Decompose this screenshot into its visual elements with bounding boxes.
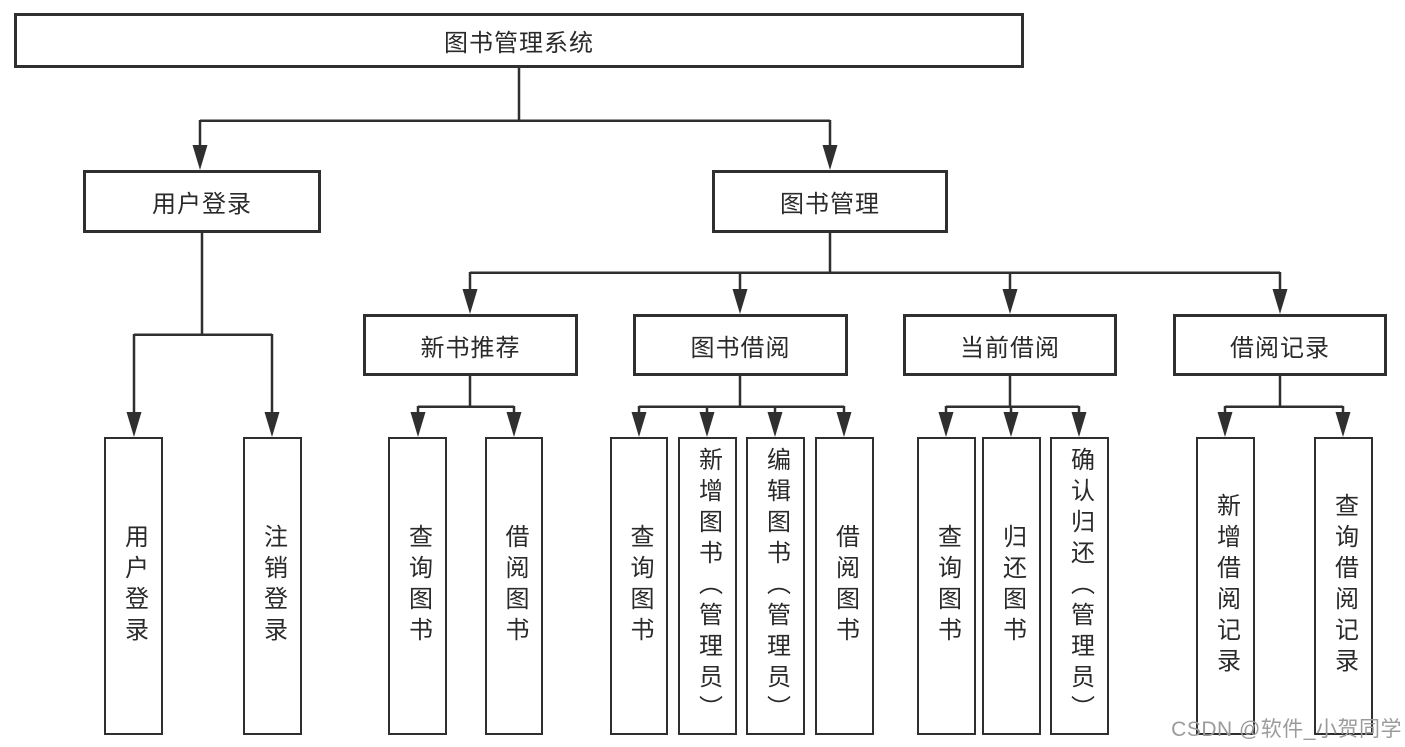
node-book-borrow: 图书借阅 (633, 314, 848, 376)
node-book-borrow-label: 图书借阅 (690, 334, 791, 362)
leaf-add-borrow-record-label: 新增借阅记录 (1212, 493, 1240, 679)
leaf-user-login-label: 用户登录 (120, 524, 148, 648)
node-root-label: 图书管理系统 (444, 30, 594, 57)
leaf-logout-login-label: 注销登录 (259, 524, 287, 648)
leaf-query-book-recommend-label: 查询图书 (404, 524, 432, 648)
csdn-watermark: CSDN @软件_小贺同学 (1171, 718, 1402, 741)
leaf-add-book-admin: 新增图书（管理员） (678, 437, 737, 735)
leaf-query-book-recommend: 查询图书 (388, 437, 447, 735)
leaf-query-borrow-record-label: 查询借阅记录 (1330, 493, 1358, 679)
leaf-edit-book-admin: 编辑图书（管理员） (746, 437, 805, 735)
node-new-book-recommend: 新书推荐 (363, 314, 578, 376)
leaf-edit-book-admin-label: 编辑图书（管理员） (762, 446, 790, 726)
node-borrow-records-label: 借阅记录 (1230, 334, 1330, 362)
leaf-query-book-current-label: 查询图书 (933, 524, 961, 648)
leaf-add-borrow-record: 新增借阅记录 (1196, 437, 1255, 735)
leaf-logout-login: 注销登录 (243, 437, 302, 735)
node-borrow-records: 借阅记录 (1173, 314, 1387, 376)
node-current-borrow-label: 当前借阅 (960, 334, 1060, 362)
node-user-login: 用户登录 (83, 170, 321, 233)
leaf-confirm-return-admin-label: 确认归还（管理员） (1066, 446, 1094, 726)
leaf-query-book-borrow-label: 查询图书 (626, 524, 653, 648)
leaf-borrow-book-recommend-label: 借阅图书 (501, 524, 528, 648)
node-book-management-label: 图书管理 (780, 191, 880, 218)
node-book-management: 图书管理 (712, 170, 948, 233)
leaf-query-book-borrow: 查询图书 (610, 437, 668, 735)
node-new-book-recommend-label: 新书推荐 (420, 334, 521, 362)
node-root-title: 图书管理系统 (14, 13, 1024, 68)
leaf-borrow-book-label: 借阅图书 (831, 524, 859, 648)
leaf-borrow-book: 借阅图书 (815, 437, 874, 735)
leaf-confirm-return-admin: 确认归还（管理员） (1050, 437, 1109, 735)
node-current-borrow: 当前借阅 (903, 314, 1117, 376)
leaf-add-book-admin-label: 新增图书（管理员） (694, 446, 722, 726)
leaf-return-book: 归还图书 (982, 437, 1041, 735)
leaf-user-login: 用户登录 (104, 437, 163, 735)
node-user-login-label: 用户登录 (152, 191, 252, 218)
leaf-return-book-label: 归还图书 (998, 524, 1026, 648)
leaf-query-book-current: 查询图书 (917, 437, 976, 735)
leaf-borrow-book-recommend: 借阅图书 (485, 437, 543, 735)
leaf-query-borrow-record: 查询借阅记录 (1314, 437, 1373, 735)
